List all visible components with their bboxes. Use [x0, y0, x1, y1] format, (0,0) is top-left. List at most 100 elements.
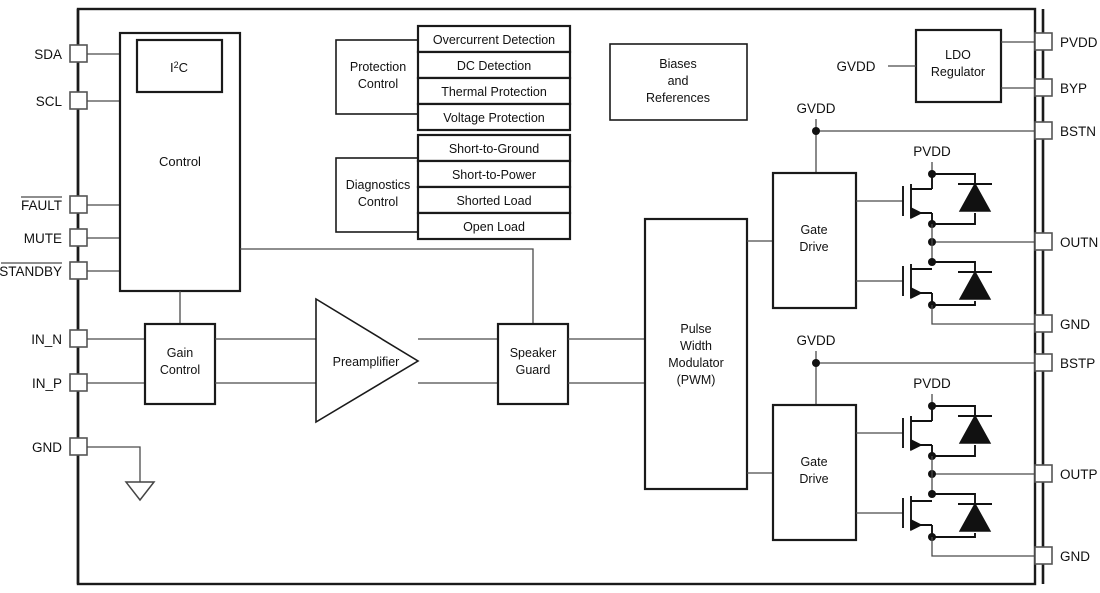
block-ldo-regulator[interactable]: LDO Regulator — [914, 28, 1003, 104]
gate-drive-p-label-1: Gate — [800, 455, 827, 469]
mosfet-low-n — [856, 258, 992, 309]
pin-gnd-left[interactable]: GND — [32, 437, 156, 502]
block-preamplifier[interactable]: Preamplifier — [315, 297, 420, 424]
gain-control-box — [143, 322, 217, 406]
pin-byp[interactable]: BYP — [1034, 78, 1087, 97]
pin-box-standby — [69, 261, 88, 280]
pin-label-fault: FAULT — [21, 198, 62, 213]
block-speaker-guard[interactable]: Speaker Guard — [496, 322, 570, 406]
body-diode-p-low-path — [932, 493, 976, 538]
pin-box-mute — [69, 228, 88, 247]
junction-gvdd-n — [812, 127, 820, 135]
gate-drive-p-box — [771, 403, 858, 542]
ldo-label-2: Regulator — [931, 65, 985, 79]
biases-box — [609, 43, 748, 121]
pin-label-in-p: IN_P — [32, 376, 62, 391]
body-diode-p-low-triangle — [958, 502, 992, 532]
block-gain-control[interactable]: Gain Control — [143, 322, 217, 406]
pin-box-gnd-lower-right — [1034, 546, 1053, 565]
protection-control-label-2: Control — [358, 77, 398, 91]
speaker-guard-label-2: Guard — [516, 363, 551, 377]
pin-label-mute: MUTE — [24, 231, 62, 246]
block-biases-references[interactable]: Biases and References — [609, 43, 748, 121]
gain-control-label-2: Control — [160, 363, 200, 377]
pin-box-gnd-upper-right — [1034, 314, 1053, 333]
pin-group-right: PVDD BYP BSTN OUTN GND BSTP OUTP — [1034, 32, 1098, 565]
protection-item-box-3[interactable] — [416, 102, 572, 132]
control-label: Control — [159, 154, 201, 169]
body-diode-n-high-path — [932, 173, 976, 225]
ldo-box — [914, 28, 1003, 104]
pin-label-byp: BYP — [1060, 81, 1087, 96]
block-diagnostics-control[interactable]: Diagnostics Control — [335, 157, 422, 233]
pin-fault[interactable]: FAULT — [21, 195, 120, 214]
net-label-gvdd-p: GVDD — [796, 333, 835, 348]
pin-bstp[interactable]: BSTP — [1034, 353, 1095, 372]
block-protection-control[interactable]: Protection Control — [335, 39, 422, 115]
diagnostics-control-label-1: Diagnostics — [346, 178, 411, 192]
gate-drive-n-label-2: Drive — [799, 240, 828, 254]
protection-item-label-3: Voltage Protection — [443, 111, 545, 125]
pin-in-n[interactable]: IN_N — [31, 329, 145, 348]
pin-label-gnd-upper-right: GND — [1060, 317, 1090, 332]
wire-gnd-lower-right — [931, 537, 1035, 557]
block-gate-drive-n[interactable]: Gate Drive — [771, 171, 858, 310]
ground-symbol — [124, 481, 156, 502]
block-gate-drive-p[interactable]: Gate Drive — [771, 403, 858, 542]
pin-mute[interactable]: MUTE — [24, 228, 120, 247]
mosfet-high-p — [856, 402, 992, 460]
biases-label-3: References — [646, 91, 710, 105]
pin-label-in-n: IN_N — [31, 332, 62, 347]
pin-outp[interactable]: OUTP — [1034, 464, 1098, 483]
diagnostics-item-label-2: Shorted Load — [456, 194, 531, 208]
diagnostics-list: Short-to-Ground Short-to-Power Shorted L… — [416, 133, 572, 241]
pwm-label-1: Pulse — [680, 322, 711, 336]
pin-box-sda — [69, 44, 88, 63]
pin-box-pvdd — [1034, 32, 1053, 51]
pin-box-fault — [69, 195, 88, 214]
pin-label-gnd-left: GND — [32, 440, 62, 455]
body-diode-p-high-path — [932, 405, 976, 457]
body-diode-n-high-triangle — [958, 182, 992, 212]
block-i2c[interactable]: I2C — [135, 38, 224, 94]
diagnostics-item-box-2[interactable] — [416, 185, 572, 215]
block-pwm[interactable]: Pulse Width Modulator (PWM) — [643, 217, 749, 491]
net-label-pvdd-n: PVDD — [913, 144, 951, 159]
pin-scl[interactable]: SCL — [36, 91, 120, 110]
diagnostics-item-label-3: Open Load — [463, 220, 525, 234]
pwm-label-4: (PWM) — [677, 373, 716, 387]
body-diode-n-low-path — [932, 261, 976, 306]
pin-box-byp — [1034, 78, 1053, 97]
pin-in-p[interactable]: IN_P — [32, 373, 145, 392]
diagnostics-item-box-1[interactable] — [416, 159, 572, 189]
pin-box-in-p — [69, 373, 88, 392]
preamplifier-triangle — [315, 297, 420, 424]
pin-box-bstp — [1034, 353, 1053, 372]
pin-sda[interactable]: SDA — [34, 44, 120, 63]
wire-control-to-speaker-guard — [240, 248, 534, 324]
pin-box-outp — [1034, 464, 1053, 483]
pin-label-bstp: BSTP — [1060, 356, 1095, 371]
mosfet-high-n-arrow — [910, 206, 923, 220]
pin-box-outn — [1034, 232, 1053, 251]
pin-gnd-lower-right[interactable]: GND — [1034, 546, 1090, 565]
mosfet-low-n-arrow — [910, 286, 923, 300]
wire-gnd-left — [87, 446, 141, 482]
pin-label-scl: SCL — [36, 94, 63, 109]
pin-pvdd[interactable]: PVDD — [1034, 32, 1098, 51]
pin-gnd-upper-right[interactable]: GND — [1034, 314, 1090, 333]
pin-outn[interactable]: OUTN — [1034, 232, 1098, 251]
diagnostics-control-box — [335, 157, 422, 233]
protection-item-box-2[interactable] — [416, 76, 572, 106]
mosfet-high-p-arrow — [910, 438, 923, 452]
diagnostics-item-box-3[interactable] — [416, 211, 572, 241]
pin-bstn[interactable]: BSTN — [1034, 121, 1096, 140]
protection-item-box-1[interactable] — [416, 50, 572, 80]
pin-label-pvdd: PVDD — [1060, 35, 1098, 50]
pin-standby[interactable]: STANDBY — [0, 261, 120, 280]
protection-list: Overcurrent Detection DC Detection Therm… — [416, 24, 572, 132]
protection-item-box-0[interactable] — [416, 24, 572, 54]
pin-label-bstn: BSTN — [1060, 124, 1096, 139]
gate-drive-p-label-2: Drive — [799, 472, 828, 486]
